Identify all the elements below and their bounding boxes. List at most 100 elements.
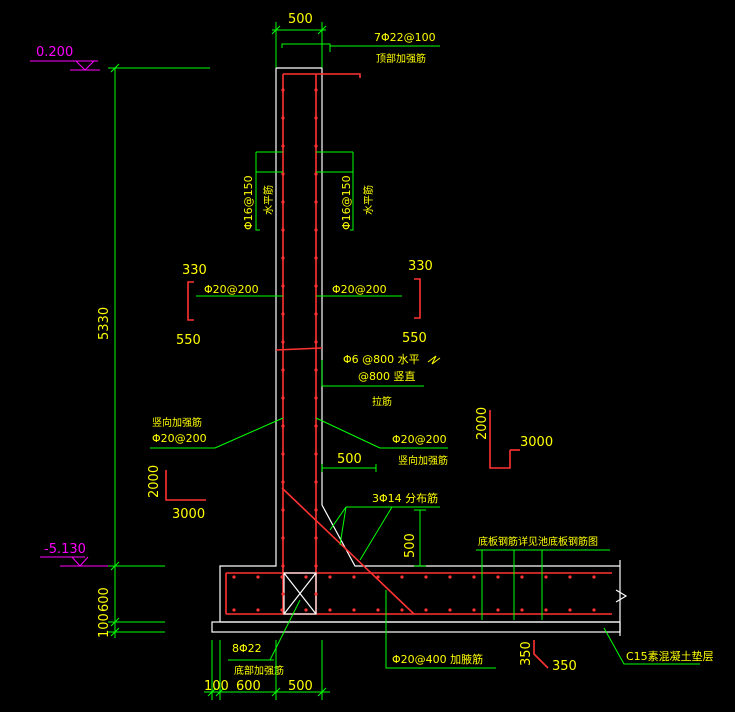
rebar-dot	[424, 575, 428, 579]
rebar-dot	[314, 228, 318, 232]
dim-wall-width: 500	[288, 12, 313, 27]
note-add-left-label: 竖向加强筋	[152, 416, 202, 429]
rebar-dot	[281, 200, 285, 204]
corner-detail: 350 350	[519, 640, 577, 674]
rebar-dot	[314, 172, 318, 176]
top-dimension: 500	[271, 12, 327, 68]
annot-bottom-bars: 8Φ22 底部加强筋	[228, 599, 301, 677]
rebar-dot	[544, 575, 548, 579]
rebar-dot	[448, 575, 452, 579]
annot-tie: Φ6 @800 水平 @800 竖直 拉筋	[321, 353, 441, 408]
rebar-dot	[281, 284, 285, 288]
rebar-dot	[496, 608, 500, 612]
rebar-dot	[568, 575, 572, 579]
rebar-dot	[472, 608, 476, 612]
rebar-dot	[281, 312, 285, 316]
annot-base: 底板钢筋详见池底板钢筋图	[476, 535, 610, 620]
wall-outline	[211, 67, 628, 636]
rebar-dot	[281, 396, 285, 400]
dim-corner-v: 350	[519, 641, 534, 666]
rebar-dot	[568, 608, 572, 612]
note-haunch-bar: Φ20@400 加腋筋	[392, 652, 483, 666]
note-horiz-left-label: 水平筋	[262, 185, 275, 215]
dim-bottom-500: 500	[288, 679, 313, 694]
rebar-dot	[314, 480, 318, 484]
rebar-dot	[520, 608, 524, 612]
annot-horiz-left: Φ16@150 水平筋	[242, 151, 283, 231]
elevation-bottom-text: -5.130	[44, 542, 86, 557]
dim-wall-height: 5330	[97, 307, 112, 340]
rebar-dot	[280, 608, 284, 612]
note-tie-spec-2: @800 竖直	[358, 369, 416, 383]
rebar-dot	[352, 608, 356, 612]
rebar-dot	[281, 368, 285, 372]
rebar-dot	[314, 116, 318, 120]
note-horiz-right-spec: Φ16@150	[340, 175, 353, 230]
rebar-dot	[256, 608, 260, 612]
note-top-bar-spec: 7Φ22@100	[374, 31, 436, 44]
note-bottom-bars-label: 底部加强筋	[234, 664, 284, 677]
rebar-dot	[314, 396, 318, 400]
rebar-dot	[281, 88, 285, 92]
elevation-marker-bottom: -5.130	[40, 542, 120, 567]
annot-vertical-right: Φ20@200 330 550	[316, 259, 433, 346]
note-horiz-right-label: 水平筋	[362, 185, 375, 215]
note-tie-label: 拉筋	[372, 395, 392, 408]
dim-lap-3000-left: 3000	[172, 507, 205, 522]
dim-lap-3000-right: 3000	[520, 435, 553, 450]
annot-top-bar: 7Φ22@100 顶部加强筋	[281, 31, 440, 65]
rebar-dot	[256, 575, 260, 579]
rebar-dot	[314, 144, 318, 148]
note-vert-right: Φ20@200	[332, 283, 387, 296]
dim-bottom-600: 600	[236, 679, 261, 694]
rebar-dot	[314, 284, 318, 288]
base-rebar-dots	[232, 575, 596, 612]
annot-add-left: 竖向加强筋 Φ20@200	[150, 416, 284, 449]
note-bottom-bars: 8Φ22	[232, 642, 262, 655]
dim-bottom-cushion: 100	[204, 679, 229, 694]
rebar-dot	[232, 575, 236, 579]
rebar-dot	[281, 508, 285, 512]
rebar-dot	[328, 575, 332, 579]
rebar-dot	[314, 424, 318, 428]
rebar-dot	[592, 575, 596, 579]
rebar-dot	[281, 228, 285, 232]
rebar-dot	[544, 608, 548, 612]
rebar-dot	[281, 116, 285, 120]
rebar-dot	[314, 312, 318, 316]
note-cushion: C15素混凝土垫层	[626, 649, 714, 663]
dim-corner-h: 350	[552, 659, 577, 674]
rebar-dot	[400, 608, 404, 612]
left-dimension-chain: 5330 600 100	[97, 63, 210, 638]
rebar-dot	[520, 575, 524, 579]
dim-anchor-330-right: 330	[408, 259, 433, 274]
rebar-dot	[314, 256, 318, 260]
note-dist-bar: 3Φ14 分布筋	[372, 491, 438, 505]
dim-anchor-550-right: 550	[402, 331, 427, 346]
rebar-dot	[496, 575, 500, 579]
dim-cushion: 100	[97, 613, 112, 638]
rebar-dot	[400, 575, 404, 579]
rebar-dot	[281, 480, 285, 484]
rebar-dot	[376, 608, 380, 612]
rebar-dot	[424, 608, 428, 612]
rebar-dot	[281, 452, 285, 456]
note-add-left-spec: Φ20@200	[152, 432, 207, 445]
rebar-dot	[314, 368, 318, 372]
note-horiz-left-spec: Φ16@150	[242, 175, 255, 230]
rebar-dot	[281, 564, 285, 568]
rebar-dot	[448, 608, 452, 612]
note-base: 底板钢筋详见池底板钢筋图	[478, 535, 598, 548]
rebar-dot	[472, 575, 476, 579]
lap-detail-left: 2000 3000	[147, 465, 206, 522]
dim-lap-2000-left: 2000	[147, 465, 162, 498]
annot-haunch-bar: Φ20@400 加腋筋	[385, 590, 496, 669]
rebar-dot	[281, 340, 285, 344]
dim-lap-2000-right: 2000	[475, 407, 490, 440]
rebar-dot	[314, 508, 318, 512]
rebar-dot	[314, 564, 318, 568]
elevation-top-text: 0.200	[36, 45, 73, 60]
rebar-dot	[304, 608, 308, 612]
rebar-dot	[304, 575, 308, 579]
rebar-dot	[314, 536, 318, 540]
